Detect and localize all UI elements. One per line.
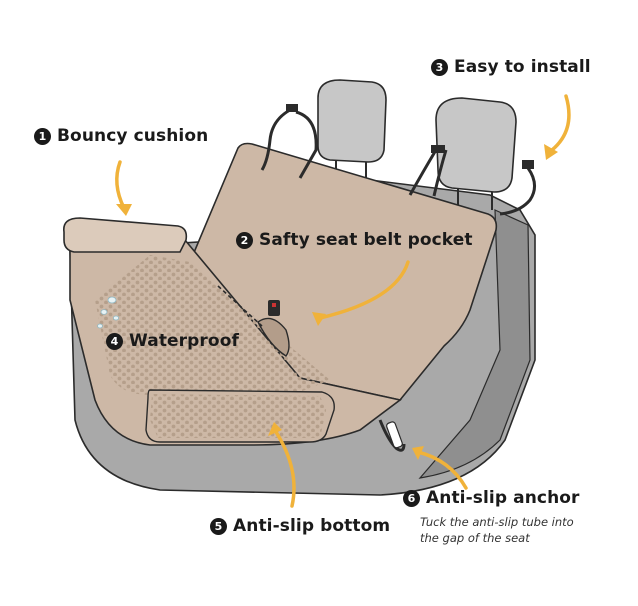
dotted-anti-slip-area xyxy=(95,255,330,395)
anchor-note-line-2: the gap of the seat xyxy=(420,531,530,545)
water-droplets xyxy=(97,296,120,329)
arrow-anti-slip-bottom xyxy=(274,430,296,508)
arrow-belt-pocket xyxy=(318,260,410,320)
arrow-easy-install xyxy=(550,94,571,152)
anchor-note: Tuck the anti-slip tube into the gap of … xyxy=(420,514,620,546)
callout-anti-slip-anchor: 6 Anti-slip anchor xyxy=(403,488,580,508)
callout-text: Waterproof xyxy=(129,331,239,351)
callout-text: Anti-slip bottom xyxy=(233,516,391,536)
callout-bouncy-cushion: 1 Bouncy cushion xyxy=(34,126,208,146)
callout-text: Safty seat belt pocket xyxy=(259,230,473,250)
anchor-note-line-1: Tuck the anti-slip tube into xyxy=(420,515,574,529)
callout-waterproof: 4 Waterproof xyxy=(106,331,239,351)
callout-text: Bouncy cushion xyxy=(57,126,209,146)
arrow-bouncy-cushion xyxy=(115,160,126,210)
callout-text: Easy to install xyxy=(454,57,591,77)
arrow-anti-slip-anchor xyxy=(416,450,468,490)
car-seat-side xyxy=(418,209,531,479)
headrest-left xyxy=(317,79,387,180)
bouncy-cushion-pad xyxy=(63,217,188,253)
callout-seat-belt-pocket: 2 Safty seat belt pocket xyxy=(236,230,473,250)
arrow-heads xyxy=(116,144,558,460)
callout-easy-install: 3 Easy to install xyxy=(431,57,591,77)
pointer-arrows xyxy=(115,94,571,508)
callout-number: 3 xyxy=(431,58,448,76)
belt-pocket-slot xyxy=(257,317,290,357)
install-straps xyxy=(260,108,536,216)
seat-belt-buckle xyxy=(268,300,280,316)
callout-number: 2 xyxy=(236,231,253,249)
callout-number: 4 xyxy=(106,332,123,350)
callout-anti-slip-bottom: 5 Anti-slip bottom xyxy=(210,516,390,536)
callout-number: 5 xyxy=(210,517,227,535)
anti-slip-anchor-tube xyxy=(378,419,406,452)
callout-number: 1 xyxy=(34,127,51,145)
callout-number: 6 xyxy=(403,489,420,507)
callout-text: Anti-slip anchor xyxy=(426,488,580,508)
headrest-right xyxy=(435,97,517,210)
